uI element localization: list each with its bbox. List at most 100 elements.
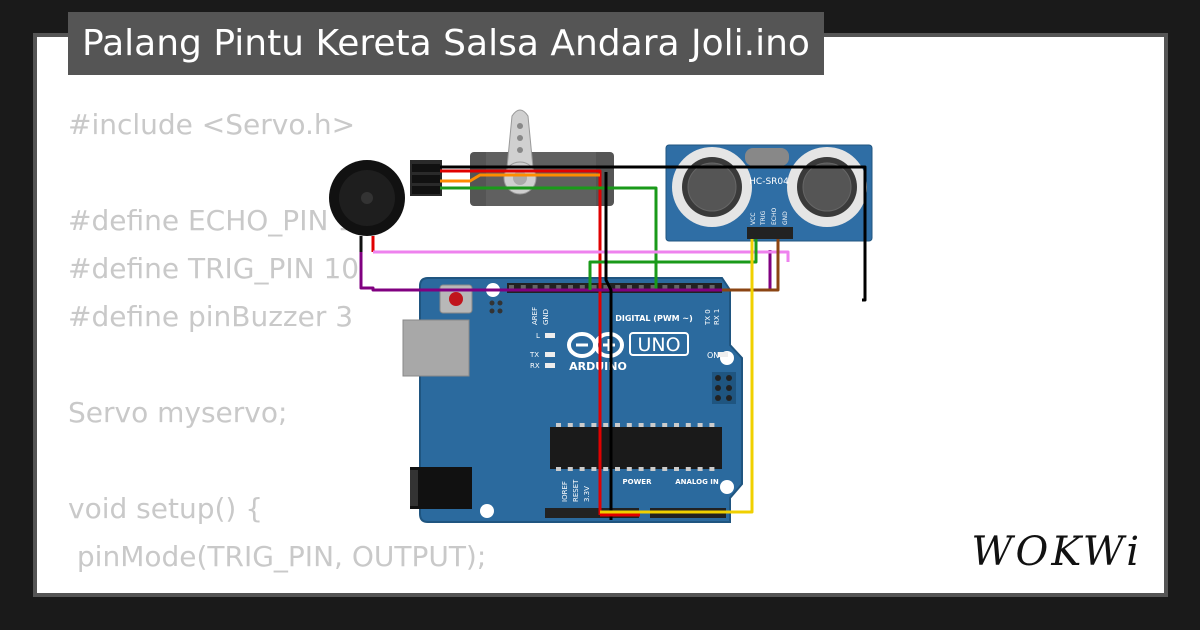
digital-header[interactable] bbox=[507, 283, 722, 293]
header-pin[interactable] bbox=[650, 285, 656, 290]
header-pin[interactable] bbox=[568, 285, 573, 290]
wires bbox=[359, 165, 867, 520]
header-pin[interactable] bbox=[603, 285, 609, 290]
header-pin[interactable] bbox=[627, 285, 632, 290]
header-pin[interactable] bbox=[674, 285, 680, 290]
chip-pin bbox=[603, 467, 609, 471]
chip-pin bbox=[674, 423, 679, 427]
power-header[interactable] bbox=[545, 508, 639, 518]
digital-pwm-label: DIGITAL (PWM ~) bbox=[615, 314, 693, 323]
chip-pin bbox=[626, 423, 632, 427]
3v3-label: 3.3V bbox=[583, 486, 591, 502]
code-line: #define ECHO_PIN 11 bbox=[68, 204, 373, 237]
l-led-label: L bbox=[536, 332, 540, 340]
header-pin[interactable] bbox=[697, 285, 703, 290]
wire-sensor-vcc bbox=[600, 239, 754, 514]
code-line: Servo myservo; bbox=[68, 396, 288, 429]
uno-label: UNO bbox=[637, 334, 680, 356]
header-pin[interactable] bbox=[591, 285, 597, 290]
header-pin[interactable] bbox=[509, 285, 514, 290]
wire-servo-vcc bbox=[440, 169, 602, 515]
chip-pin bbox=[567, 423, 573, 427]
code-line: pinMode(TRIG_PIN, OUTPUT); bbox=[68, 540, 487, 573]
analog-in-label: ANALOG IN bbox=[675, 478, 719, 486]
code-line: #include <Servo.h> bbox=[68, 108, 356, 141]
header-pin[interactable] bbox=[709, 285, 715, 290]
usb-connector bbox=[402, 319, 470, 377]
arduino-uno-board[interactable]: UNO ARDUINO DIGITAL (PWM ~) ON L TX RX P… bbox=[402, 277, 743, 523]
chip-pin bbox=[556, 423, 561, 427]
chip-pin bbox=[556, 467, 561, 471]
wokwi-logo: WOKWi bbox=[971, 529, 1142, 575]
header-pin[interactable] bbox=[638, 285, 644, 290]
header-pin[interactable] bbox=[686, 285, 691, 290]
chip-pin bbox=[579, 467, 585, 471]
chip-pin bbox=[638, 423, 644, 427]
code-line: #define TRIG_PIN 10 bbox=[68, 252, 360, 285]
sensor-pin-echo: ECHO bbox=[771, 208, 778, 225]
code-listing: #include <Servo.h> #define ECHO_PIN 11 #de… bbox=[68, 101, 486, 593]
arduino-brand-label: ARDUINO bbox=[569, 360, 627, 373]
tx-led-label: TX bbox=[529, 351, 539, 359]
aref-label: AREF bbox=[531, 307, 539, 325]
chip-pin bbox=[579, 423, 585, 427]
chip-pin bbox=[638, 467, 644, 471]
project-title: Palang Pintu Kereta Salsa Andara Joli.in… bbox=[68, 12, 824, 75]
sensor-pin-vcc: VCC bbox=[750, 213, 757, 225]
header-pin[interactable] bbox=[662, 285, 668, 290]
header-pin[interactable] bbox=[615, 285, 621, 290]
wire-pink bbox=[373, 250, 790, 262]
header-pin[interactable] bbox=[532, 285, 538, 290]
chip-pin bbox=[650, 467, 656, 471]
chip-pin bbox=[662, 467, 668, 471]
chip-pin bbox=[615, 467, 620, 471]
chip-pin bbox=[662, 423, 668, 427]
rx-led-label: RX bbox=[530, 362, 540, 370]
wire-servo-to-pin bbox=[440, 186, 658, 290]
wire-echo bbox=[722, 239, 780, 292]
header-pin[interactable] bbox=[544, 285, 550, 290]
wire-servo-signal bbox=[440, 173, 600, 183]
sensor-name-label: HC-SR04 bbox=[749, 177, 789, 187]
chip-pin bbox=[685, 467, 691, 471]
rx1-label: RX 1 bbox=[713, 309, 721, 325]
chip-pin bbox=[697, 467, 703, 471]
chip-pin bbox=[615, 423, 620, 427]
hc-sr04-ultrasonic-sensor[interactable]: HC-SR04 VCC TRIG ECHO GND bbox=[665, 144, 873, 242]
servo-motor[interactable] bbox=[410, 109, 614, 206]
wire-buzzer-pin bbox=[359, 250, 772, 292]
piezo-buzzer[interactable] bbox=[329, 160, 405, 252]
chip-pin bbox=[626, 467, 632, 471]
wire-gnd-board bbox=[604, 172, 613, 520]
atmega-chip bbox=[550, 427, 722, 469]
reset-pin-label: RESET bbox=[572, 479, 580, 502]
on-led-label: ON bbox=[707, 351, 719, 360]
chip-pin bbox=[709, 423, 715, 427]
tx0-label: TX 0 bbox=[704, 309, 712, 326]
code-line: #define pinBuzzer 3 bbox=[68, 300, 354, 333]
code-line: pinMode(ECHO_PIN, INPUT); bbox=[68, 581, 486, 593]
wire-servo-gnd bbox=[440, 165, 867, 302]
chip-pin bbox=[674, 467, 679, 471]
ioref-label: IOREF bbox=[561, 481, 569, 502]
power-jack bbox=[410, 467, 472, 509]
wire-trig bbox=[588, 239, 758, 290]
chip-pin bbox=[591, 467, 597, 471]
sensor-pin-trig: TRIG bbox=[760, 210, 767, 226]
chip-pin bbox=[603, 423, 609, 427]
chip-pin bbox=[650, 423, 656, 427]
reset-button[interactable] bbox=[439, 284, 473, 314]
gnd-label: GND bbox=[542, 309, 550, 325]
sensor-pin-gnd: GND bbox=[782, 211, 789, 225]
chip-pin bbox=[697, 423, 703, 427]
header-pin[interactable] bbox=[579, 285, 585, 290]
chip-pin bbox=[685, 423, 691, 427]
header-pin[interactable] bbox=[556, 285, 562, 290]
power-label: POWER bbox=[623, 478, 653, 486]
chip-pin bbox=[591, 423, 597, 427]
header-pin[interactable] bbox=[520, 285, 526, 290]
chip-pin bbox=[567, 467, 573, 471]
arduino-logo-icon bbox=[567, 332, 624, 358]
chip-pin bbox=[709, 467, 715, 471]
